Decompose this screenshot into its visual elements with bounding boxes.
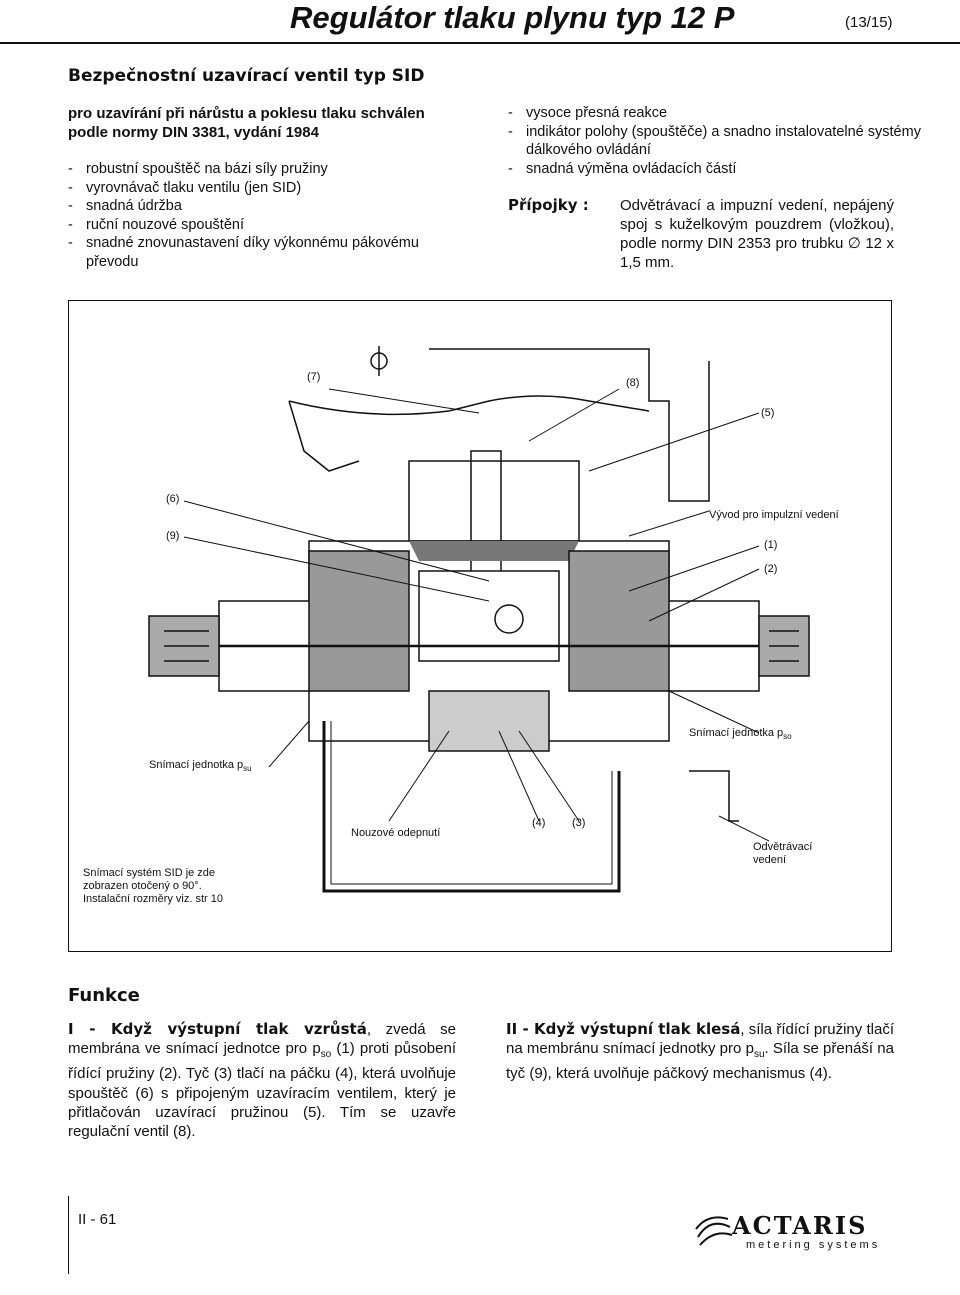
right-spring xyxy=(769,630,799,662)
function-paragraph-2: II - Když výstupní tlak klesá, síla řídí… xyxy=(506,1020,894,1083)
cross-section-drawing xyxy=(148,346,810,893)
hatched-region-top xyxy=(309,541,579,561)
label-vent-2: vedení xyxy=(753,854,787,866)
leader-4 xyxy=(498,730,540,822)
impulse-pipe-inner xyxy=(330,721,613,885)
paragraph-1-heading: I - Když výstupní tlak vzrůstá xyxy=(68,1020,367,1038)
label-2: (2) xyxy=(764,563,778,575)
label-5: (5) xyxy=(761,407,775,419)
upper-housing xyxy=(408,460,580,542)
header-rule xyxy=(0,42,960,44)
list-item: robustní spouštěč na bázi síly pružiny xyxy=(68,160,468,179)
leader-3 xyxy=(518,730,580,822)
list-item: snadná výměna ovládacích částí xyxy=(508,160,928,179)
page-number: II - 61 xyxy=(78,1211,117,1228)
vent-fitting xyxy=(689,770,739,822)
port-circle xyxy=(494,604,524,634)
central-chamber xyxy=(418,570,560,662)
list-item: snadná údržba xyxy=(68,197,468,216)
list-item: indikátor polohy (spouštěče) a snadno in… xyxy=(508,123,928,160)
label-7: (7) xyxy=(307,371,321,383)
label-6: (6) xyxy=(166,493,180,505)
footer-rule xyxy=(68,1196,69,1274)
note-line-1: Snímací systém SID je zde xyxy=(83,867,216,879)
spindle xyxy=(470,450,502,592)
leader-9 xyxy=(183,536,490,602)
leader-emergency xyxy=(388,730,450,822)
leader-6 xyxy=(183,500,490,582)
mount-bracket xyxy=(429,348,710,502)
connections-label: Přípojky : xyxy=(508,196,589,214)
label-impulse: Vývod pro impulzní vedení xyxy=(709,509,839,521)
label-vent-1: Odvětrávací xyxy=(753,841,813,853)
leader-2 xyxy=(648,568,760,622)
logo-wordmark: ACTARIS xyxy=(732,1211,868,1240)
function-paragraph-1: I - Když výstupní tlak vzrůstá, zvedá se… xyxy=(68,1020,456,1141)
leader-8 xyxy=(528,388,620,442)
list-item: snadné znovunastavení díky výkonnému pák… xyxy=(68,234,468,271)
sid-cross-section-diagram: (7) (8) (5) (6) (9) Vývod pro impulzní v… xyxy=(68,300,892,952)
leader-1 xyxy=(628,545,760,592)
feature-list-right: vysoce přesná reakce indikátor polohy (s… xyxy=(508,104,928,178)
left-spring xyxy=(164,630,209,662)
leader-7 xyxy=(328,388,480,414)
document-title: Regulátor tlaku plynu typ 12 P xyxy=(290,0,735,35)
right-hatch-block xyxy=(568,550,670,692)
label-sensor-su: Snímací jednotka psu xyxy=(149,759,252,774)
leader-5 xyxy=(588,412,760,472)
label-emergency: Nouzové odepnutí xyxy=(351,827,441,839)
list-item: ruční nouzové spouštění xyxy=(68,216,468,235)
label-sensor-so: Snímací jednotka pso xyxy=(689,727,792,742)
paragraph-2-heading: II - Když výstupní tlak klesá xyxy=(506,1020,741,1038)
list-item: vyrovnávač tlaku ventilu (jen SID) xyxy=(68,179,468,198)
label-3: (3) xyxy=(572,817,586,829)
label-8: (8) xyxy=(626,377,640,389)
leader-impulse xyxy=(628,510,710,537)
note-line-3: Instalační rozměry viz. str 10 xyxy=(83,893,223,905)
label-1: (1) xyxy=(764,539,778,551)
left-hatch-block xyxy=(308,550,410,692)
connections-text: Odvětrávací a impuzní vedení, nepájený s… xyxy=(620,197,894,271)
section-subtitle: pro uzavírání při nárůstu a poklesu tlak… xyxy=(68,105,425,141)
page-count: (13/15) xyxy=(845,14,893,31)
lower-mechanism xyxy=(428,690,550,752)
leader-so xyxy=(668,690,760,734)
list-item: vysoce přesná reakce xyxy=(508,104,928,123)
feature-list-left: robustní spouštěč na bázi síly pružiny v… xyxy=(68,160,468,271)
actaris-globe-icon xyxy=(695,1216,733,1246)
lever-left-curve xyxy=(288,400,360,472)
section-title: Bezpečnostní uzavírací ventil typ SID xyxy=(68,66,425,86)
note-line-2: zobrazen otočený o 90°. xyxy=(83,880,202,892)
logo-tagline: metering systems xyxy=(746,1239,881,1251)
label-9: (9) xyxy=(166,530,180,542)
leader-vent xyxy=(718,815,770,842)
lever-arm xyxy=(288,395,650,416)
impulse-pipe xyxy=(322,721,621,893)
label-4: (4) xyxy=(532,817,546,829)
actaris-logo: ACTARIS metering systems xyxy=(690,1205,890,1255)
function-title: Funkce xyxy=(68,985,140,1006)
leader-su xyxy=(268,720,310,768)
